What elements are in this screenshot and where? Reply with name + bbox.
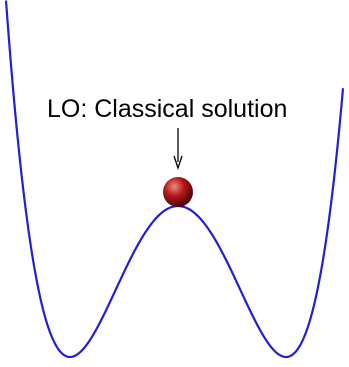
down-arrow	[173, 128, 183, 171]
annotation-label: LO: Classical solution	[47, 95, 287, 123]
red-sphere-ball	[163, 177, 193, 207]
